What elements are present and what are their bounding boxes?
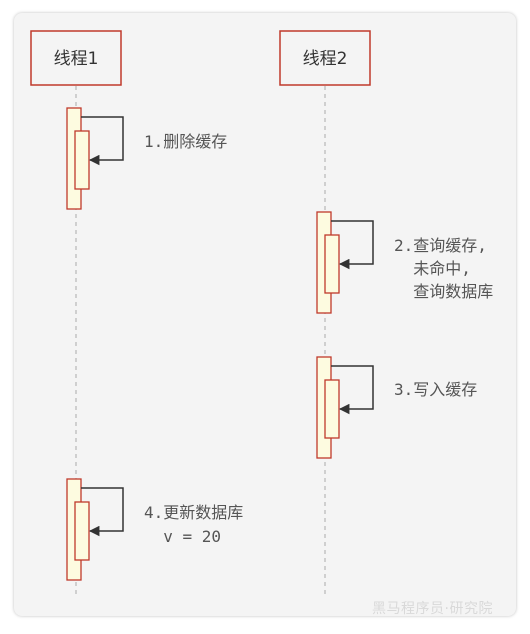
self-message-arrow-step-1 bbox=[81, 116, 124, 166]
diagram-card bbox=[14, 13, 516, 616]
nested-activation-step-1 bbox=[74, 130, 90, 190]
self-message-arrow-step-4 bbox=[81, 487, 124, 537]
nested-activation-step-4 bbox=[74, 501, 90, 561]
participant-box-thread-2 bbox=[279, 30, 371, 86]
nested-activation-step-2 bbox=[324, 234, 340, 294]
step-2-text: 2.查询缓存, 未命中, 查询数据库 bbox=[394, 236, 530, 301]
participant-label-thread-1: 线程1 bbox=[54, 49, 99, 69]
step-3-text: 3.写入缓存 bbox=[394, 380, 477, 399]
nested-activation-step-3 bbox=[324, 379, 340, 439]
self-message-arrow-step-2 bbox=[331, 220, 374, 270]
participant-label-thread-2: 线程2 bbox=[303, 49, 348, 69]
step-4-text: 4.更新数据库 v = 20 bbox=[144, 503, 291, 546]
step-1-text: 1.删除缓存 bbox=[144, 132, 227, 151]
self-message-arrow-step-3 bbox=[331, 365, 374, 415]
watermark-text: 黑马程序员·研究院 bbox=[372, 601, 493, 617]
participant-box-thread-1 bbox=[30, 30, 122, 86]
